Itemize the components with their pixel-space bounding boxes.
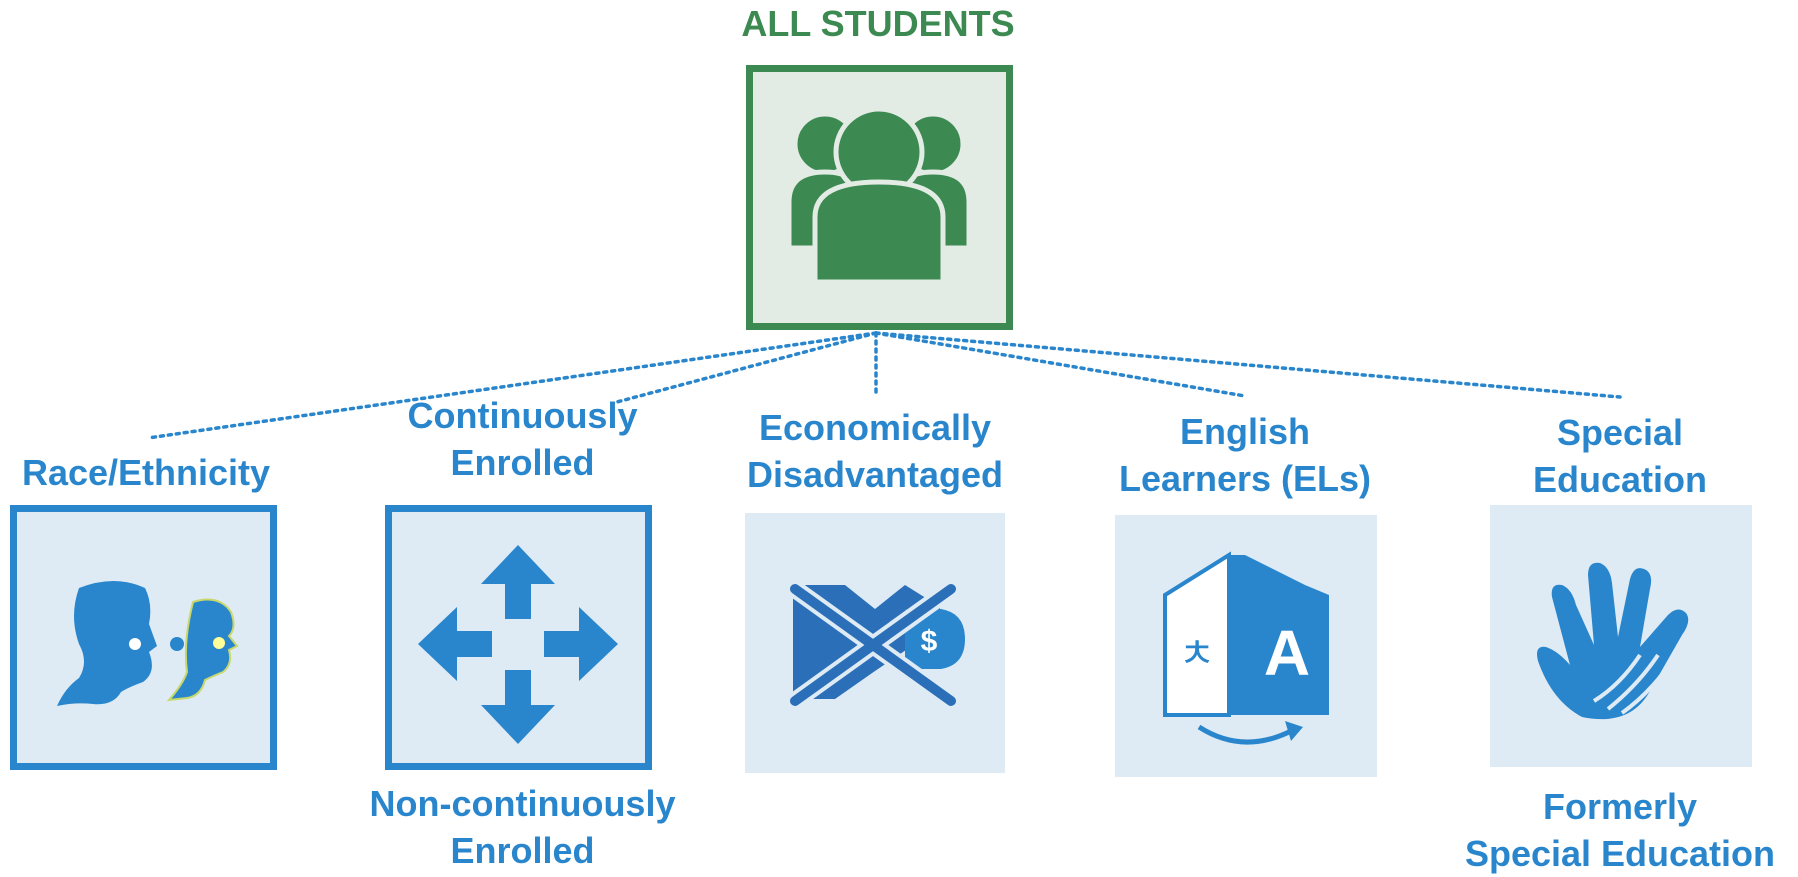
continuously-enrolled-box xyxy=(385,505,652,770)
svg-text:A: A xyxy=(1264,617,1310,689)
svg-text:ㅊ: ㅊ xyxy=(1179,631,1216,677)
people-group-icon xyxy=(786,106,972,285)
faces-profile-icon xyxy=(57,581,239,706)
race-ethnicity-label: Race/Ethnicity xyxy=(21,452,271,493)
arrows-move-icon xyxy=(418,545,618,744)
english-learners-box: ㅊ A xyxy=(1115,515,1377,777)
race-ethnicity-box xyxy=(10,505,277,770)
special-education-box xyxy=(1490,505,1752,767)
connector-race xyxy=(146,331,878,440)
all-students-box xyxy=(746,65,1013,330)
non-continuously-enrolled-label: Non-continuously Enrolled xyxy=(369,783,676,871)
economically-disadvantaged-label: Economically Disadvantaged xyxy=(746,407,1004,495)
formerly-special-education-label: Formerly Special Education xyxy=(1464,786,1776,874)
english-learners-label: English Learners (ELs) xyxy=(1118,411,1372,499)
helping-hands-icon xyxy=(1537,562,1689,720)
svg-text:$: $ xyxy=(921,625,938,658)
no-money-icon: $ xyxy=(786,580,965,710)
economically-disadvantaged-box: $ xyxy=(745,513,1005,773)
connector-special xyxy=(874,331,1622,399)
connector-enrolled xyxy=(615,331,878,404)
translate-icon: ㅊ A xyxy=(1163,551,1329,745)
root-title: ALL STUDENTS xyxy=(741,3,1015,44)
continuously-enrolled-label: Continuously Enrolled xyxy=(407,395,638,483)
connector-english xyxy=(874,331,1247,398)
special-education-label: Special Education xyxy=(1532,412,1707,500)
